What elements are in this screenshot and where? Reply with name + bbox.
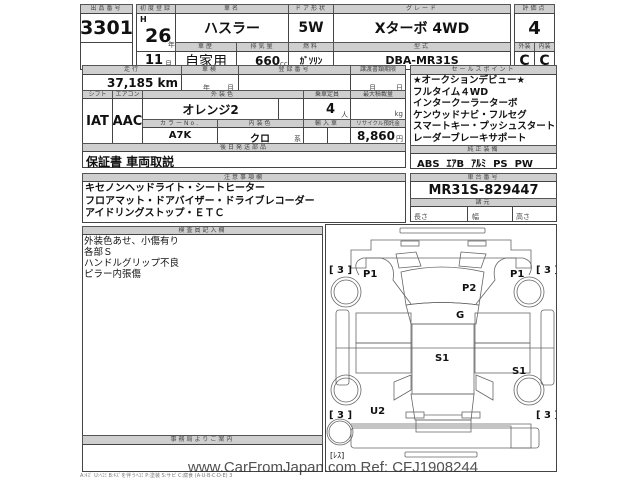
color-no-cell: A7K: [142, 127, 218, 144]
inspection-cell: 年月: [181, 74, 239, 92]
equipment-cell: ABS ｴｱB ｱﾙﾐ PS PW: [410, 153, 557, 170]
capacity-unit: 人: [341, 111, 348, 119]
color-no: A7K: [168, 130, 192, 141]
mark-left-rear: U2: [370, 406, 385, 417]
color-extra-cell: [278, 98, 304, 120]
door-cell: 5W: [288, 13, 334, 43]
lot-cell: 3301: [80, 13, 133, 43]
model: DBA-MR31S: [385, 54, 459, 67]
height-cell: 高さ: [512, 206, 557, 222]
color: オレンジ2: [182, 102, 239, 117]
mark-roof: S1: [435, 353, 449, 364]
inspector-notes: 外装色あせ、小傷有り 各部Ｓ ハンドルグリップ不良 ピラー内張傷: [84, 236, 180, 280]
later-parts-cell: 保証書 車両取説: [82, 151, 406, 169]
mark-right-rear-door: S1: [512, 366, 526, 377]
width-cell: 幅: [467, 206, 513, 222]
door: 5W: [298, 20, 324, 36]
sales-cell: ★オークションデビュー★ フルタイム４WD インタークーラーターボ ケンウッドナ…: [410, 74, 557, 146]
reg-cell: [238, 74, 351, 91]
height-label: 高さ: [516, 213, 530, 221]
length-cell: 長さ: [410, 206, 468, 222]
mark-windshield: G: [456, 310, 464, 321]
year-unit: 年: [168, 41, 175, 49]
capacity: 4: [326, 102, 336, 117]
load-cell: kg: [350, 98, 406, 120]
transfer-month-unit: 月: [369, 84, 376, 92]
insp-year-unit: 年: [203, 84, 210, 92]
insp-month-unit: 月: [227, 84, 234, 92]
shift-cell: IAT: [82, 98, 113, 144]
car-name: ハスラー: [204, 21, 260, 37]
month-unit: 月: [165, 60, 172, 68]
interior-unit: 系: [294, 135, 301, 143]
chassis-number: MR31S-829447: [428, 182, 539, 198]
mark-front-right: P1: [510, 269, 524, 280]
mark-rr-tire: [ 3 ]: [536, 410, 556, 421]
notes-cell: キセノンヘッドライト・シートヒーター フロアマット・ドアバイザー・ドライブレコー…: [82, 181, 406, 223]
width-label: 幅: [472, 213, 479, 221]
mark-rl-tire: [ 3 ]: [329, 410, 352, 421]
transfer-day-unit: 日: [396, 84, 403, 92]
legend-footer: A:ｷｽﾞ U:ﾍｺﾐ B:ｷｽﾞを伴うﾍｺﾐ P:塗装 S:サビ C:腐食 (…: [80, 473, 233, 479]
mark-hood: P2: [462, 283, 476, 294]
mark-fl-tire: [ 3 ]: [329, 265, 352, 276]
ac-cell: AAC: [112, 98, 143, 144]
recycle-unit: 円: [396, 135, 403, 143]
first-reg-year-cell: H 26 年: [136, 13, 176, 52]
name-cell: ハスラー: [175, 13, 289, 43]
grade-cell: Xターボ 4WD: [333, 13, 511, 43]
load-unit: kg: [394, 110, 404, 118]
ac: AAC: [112, 113, 143, 129]
office-cell: [82, 444, 323, 472]
inspector-cell: 外装色あせ、小傷有り 各部Ｓ ハンドルグリップ不良 ピラー内張傷: [82, 234, 323, 436]
chassis-cell: MR31S-829447: [410, 181, 557, 199]
transfer-cell: 月日: [350, 74, 406, 92]
displacement: 660: [255, 54, 281, 68]
mark-spare: [ﾚｽ]: [330, 451, 344, 460]
grade: Xターボ 4WD: [374, 21, 470, 37]
lot-number: 3301: [80, 17, 133, 39]
notes: キセノンヘッドライト・シートヒーター フロアマット・ドアバイザー・ドライブレコー…: [85, 183, 315, 219]
interior: クロ: [250, 134, 270, 145]
reg-year: 26: [145, 25, 172, 47]
shift: IAT: [86, 113, 109, 129]
score: 4: [528, 17, 541, 39]
score-cell: 4: [514, 13, 555, 43]
int-grade: C: [539, 52, 550, 69]
recycle: 8,860: [357, 129, 395, 143]
displacement-unit: cc: [280, 60, 288, 68]
sales-points: ★オークションデビュー★ フルタイム４WD インタークーラーターボ ケンウッドナ…: [413, 75, 556, 144]
import-cell-b: [327, 127, 351, 144]
interior-cell: クロ 系: [217, 127, 304, 145]
mileage: 37,185 km: [107, 76, 178, 90]
ext-grade: C: [519, 52, 530, 69]
length-label: 長さ: [414, 213, 428, 221]
reg-month: 11: [145, 53, 164, 68]
later-parts: 保証書 車両取説: [86, 155, 175, 169]
car-outline: [ 3 ] P1 P1 [ 3 ] P2 G S1 S1 [ 3 ] U2 [ …: [326, 227, 559, 460]
color-cell: オレンジ2: [142, 98, 279, 120]
import-cell-a: [303, 127, 328, 144]
mileage-cell: 37,185 km: [82, 74, 182, 91]
equipment: ABS ｴｱB ｱﾙﾐ PS PW: [417, 159, 533, 170]
fuel: ｶﾞｿﾘﾝ: [299, 57, 323, 67]
mark-front-left: P1: [363, 269, 377, 280]
era: H: [140, 15, 147, 24]
watermark: www.CarFromJapan.com Ref: CFJ1908244: [188, 459, 479, 476]
mark-fr-tire: [ 3 ]: [536, 265, 556, 276]
damage-diagram: [ 3 ] P1 P1 [ 3 ] P2 G S1 S1 [ 3 ] U2 [ …: [325, 224, 559, 472]
